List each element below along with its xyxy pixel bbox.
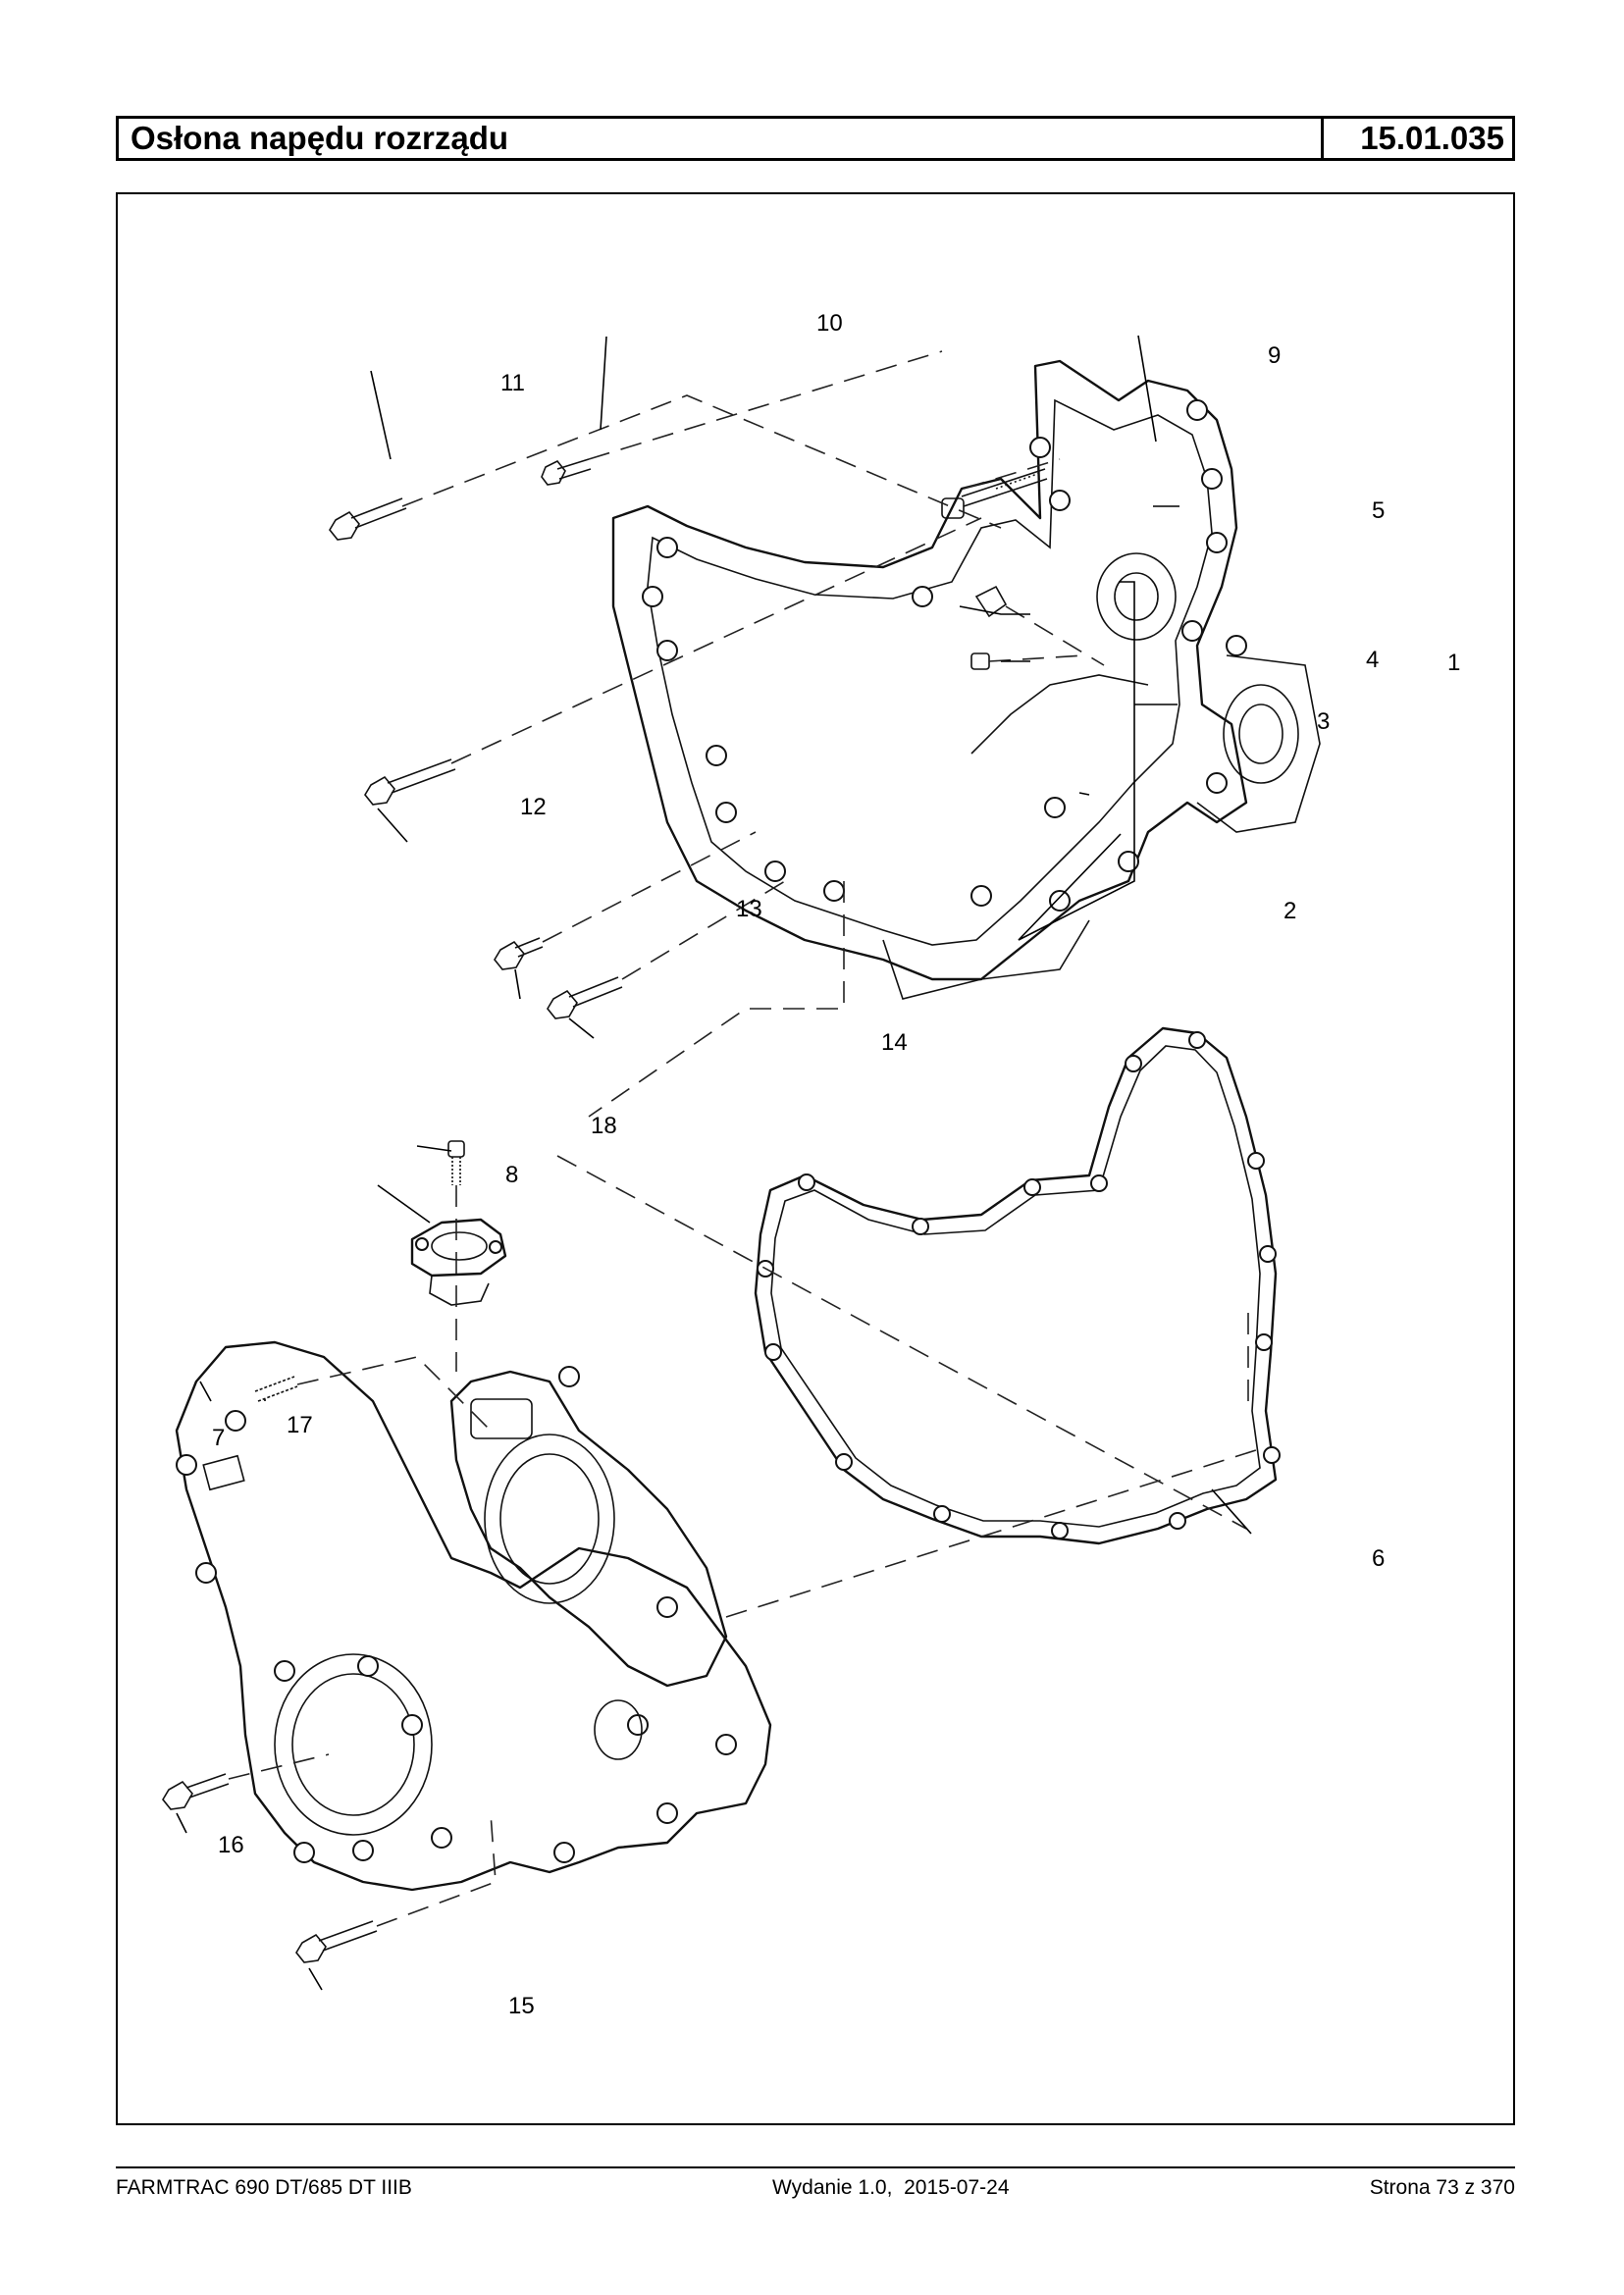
callout-16: 16 <box>218 1832 244 1858</box>
callout-7: 7 <box>212 1425 225 1451</box>
callout-10: 10 <box>816 310 843 337</box>
assembly-lines <box>228 350 1257 1927</box>
callout-4: 4 <box>1366 647 1379 673</box>
gasket-part-6 <box>754 1026 1281 1545</box>
section-code: 15.01.035 <box>1321 119 1512 158</box>
footer-edition: Wydanie 1.0, 2015-07-24 <box>772 2176 1010 2199</box>
footer-page-number: Strona 73 z 370 <box>1369 2176 1515 2199</box>
callout-9: 9 <box>1268 342 1281 369</box>
callout-14: 14 <box>881 1029 908 1056</box>
callout-5: 5 <box>1372 497 1385 524</box>
callout-11: 11 <box>500 370 525 396</box>
thermostat-cover-part-8 <box>410 1218 507 1306</box>
leader-lines <box>176 335 1252 1991</box>
footer-divider <box>116 2166 1515 2168</box>
page-title: Osłona napędu rozrządu <box>131 120 509 156</box>
callout-15: 15 <box>508 1993 535 2019</box>
exploded-parts-diagram: 1 2 3 4 5 6 7 8 9 10 11 12 13 14 15 16 1… <box>116 192 1515 2125</box>
page-header: Osłona napędu rozrządu 15.01.035 <box>116 116 1515 161</box>
callout-8: 8 <box>505 1162 518 1188</box>
callout-6: 6 <box>1372 1545 1385 1572</box>
callout-13: 13 <box>736 896 762 922</box>
callout-17: 17 <box>287 1412 313 1438</box>
callout-1: 1 <box>1447 650 1460 676</box>
front-cover-part-7 <box>175 1340 772 1892</box>
callout-18: 18 <box>591 1113 617 1139</box>
footer-model: FARMTRAC 690 DT/685 DT IIIB <box>116 2176 412 2199</box>
page-footer: FARMTRAC 690 DT/685 DT IIIB Wydanie 1.0,… <box>116 2176 1515 2200</box>
timing-housing-part-2 <box>611 359 1321 1000</box>
diagram-canvas: 1 2 3 4 5 6 7 8 9 10 11 12 13 14 15 16 1… <box>162 310 1460 2019</box>
callout-3: 3 <box>1317 708 1330 735</box>
callout-12: 12 <box>520 794 547 820</box>
callout-labels: 1 2 3 4 5 6 7 8 9 10 11 12 13 14 15 16 1… <box>212 310 1460 2019</box>
callout-2: 2 <box>1283 898 1296 924</box>
fasteners <box>162 458 1048 1963</box>
